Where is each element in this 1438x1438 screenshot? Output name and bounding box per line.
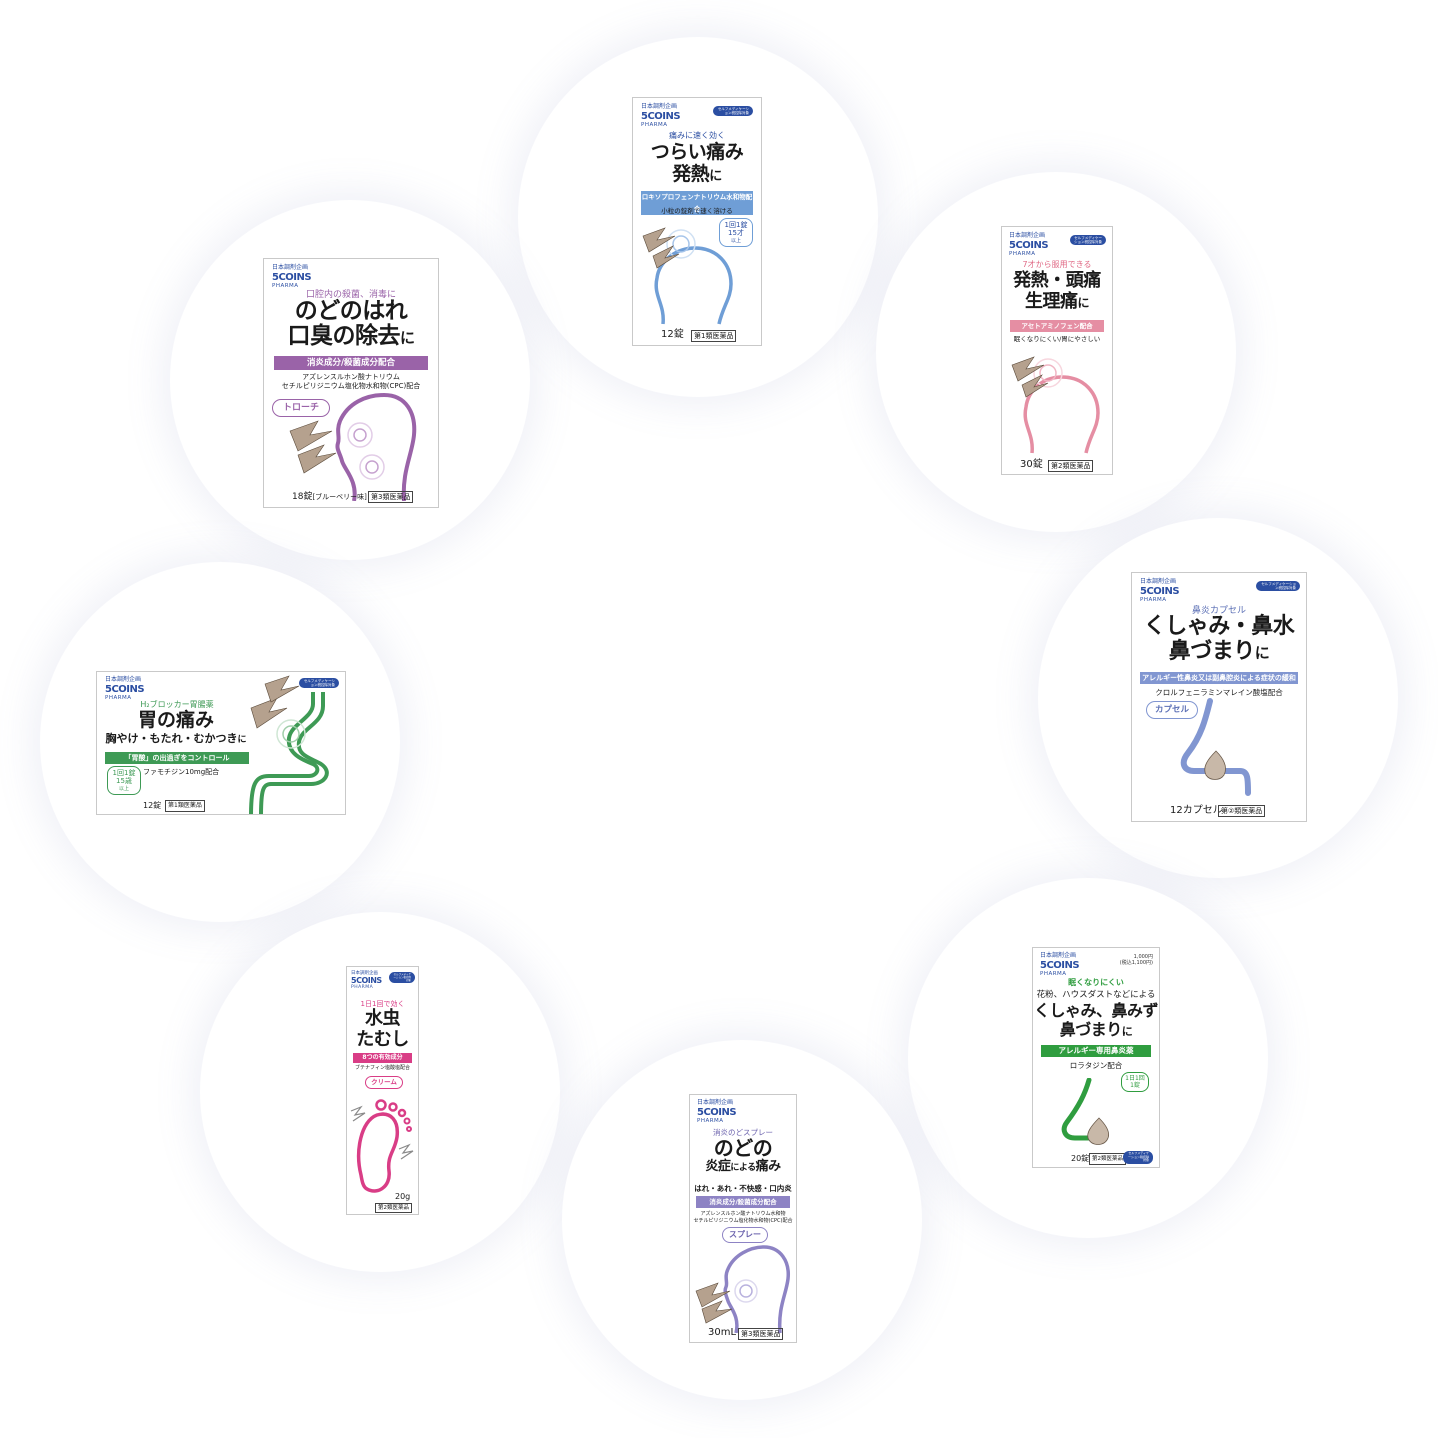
maker-logo: 日本調剤企画 5COINS PHARMA: [1140, 578, 1180, 603]
ingredient-note: ブテナフィン塩酸塩配合: [355, 1065, 410, 1071]
kicker-text: 1日1回で効く: [360, 1000, 405, 1008]
ingredient-note: ファモチジン10mg配合: [143, 768, 220, 776]
ingredient-band: 消炎成分/殺菌成分配合: [696, 1196, 790, 1208]
ingredient-band: 「胃酸」の出過ぎをコントロール: [105, 752, 249, 764]
ingredient-note-1: アズレンスルホン酸ナトリウム水和物: [700, 1211, 786, 1217]
drug-class-label: 第1類医薬品: [691, 330, 737, 342]
tax-badge: セルフメディケーション税控除対象: [713, 106, 753, 117]
price-label: 1,000円 (税込1,100円): [1119, 954, 1153, 966]
tablet-count: 20錠: [1071, 1154, 1090, 1163]
ingredient-note-2: セチルピリジニウム塩化物水和物(CPC)配合: [281, 382, 421, 390]
feature-note: 眠くなりにくい/胃にやさしい: [1013, 335, 1101, 343]
maker-logo: 日本調剤企画 5COINS PHARMA: [1009, 232, 1049, 257]
ingredient-band: アセトアミノフェン配合: [1010, 320, 1104, 332]
maker-logo: 日本調剤企画 5COINS PHARMA: [641, 103, 681, 128]
drug-class-label: 第2類医薬品: [1089, 1153, 1126, 1165]
product-box-rhinitis[interactable]: 日本調剤企画 5COINS PHARMA セルフメディケーション税控除対象 鼻炎…: [1131, 572, 1307, 822]
net-weight: 20g: [395, 1192, 411, 1201]
tax-badge: セルフメディケーション税控除対象: [1123, 1151, 1153, 1164]
throat-pain-icon: [289, 392, 417, 501]
kicker-text: 口腔内の殺菌、消毒に: [305, 290, 396, 300]
product-title: くしゃみ・鼻水 鼻づまりに: [1143, 614, 1295, 665]
ingredient-band: アレルギー性鼻炎又は副鼻腔炎による症状の緩和: [1140, 672, 1298, 684]
tablet-count: 12錠: [143, 801, 162, 810]
product-box-athlete[interactable]: 日本調剤企画 5COINS PHARMA セルフメディケーション税控除対象 1日…: [346, 966, 419, 1215]
ingredient-band: ロキソプロフェンナトリウム水和物配合: [641, 191, 753, 215]
product-title: のどのはれ 口臭の除去に: [287, 298, 415, 350]
dosage-badge: 1日1回 1錠: [1121, 1072, 1149, 1093]
drug-class-label: 第3類医薬品: [738, 1328, 784, 1340]
foot-icon: [350, 1099, 414, 1193]
tax-badge: セルフメディケーション税控除対象: [389, 972, 415, 983]
drug-class-label: 第3類医薬品: [368, 491, 414, 503]
product-title: のどの 炎症による痛み: [705, 1136, 781, 1174]
dosage-badge: 1回1錠 15歳 以上: [107, 766, 141, 795]
product-box-spray[interactable]: 日本調剤企画 5COINS PHARMA 消炎のどスプレー のどの 炎症による痛…: [689, 1094, 797, 1343]
ingredient-band: 消炎成分/殺菌成分配合: [274, 356, 428, 370]
symptom-list: はれ・あれ・不快感・口内炎: [694, 1184, 792, 1193]
maker-logo: 日本調剤企画 5COINS PHARMA: [351, 971, 382, 990]
product-box-troche[interactable]: 日本調剤企画 5COINS PHARMA 口腔内の殺菌、消毒に のどのはれ 口臭…: [263, 258, 439, 508]
form-label: スプレー: [722, 1227, 768, 1243]
tablet-count: 18錠[ブルーベリー味]: [292, 492, 367, 502]
drug-class-label: 第1類医薬品: [165, 800, 205, 812]
product-title: つらい痛み 発熱に: [650, 141, 744, 185]
tablet-count: 12錠: [661, 329, 684, 340]
product-box-h2[interactable]: 日本調剤企画 5COINS PHARMA セルフメディケーション税控除対象 H₂…: [96, 671, 346, 815]
feature-note: 小粒の錠剤で速く溶ける: [661, 207, 733, 215]
kicker-text: 7才から服用できる: [1022, 260, 1092, 269]
product-title: くしゃみ、鼻みず 鼻づまりに: [1033, 1001, 1159, 1040]
tax-badge: セルフメディケーション税控除対象: [299, 678, 339, 689]
ingredient-note: ロラタジン配合: [1069, 1061, 1123, 1070]
ingredient-band: アレルギー専用鼻炎薬: [1041, 1045, 1151, 1057]
drug-class-label: 第2類医薬品: [1048, 460, 1094, 472]
drug-class-label: 第②類医薬品: [1218, 805, 1266, 817]
ingredient-note-1: アズレンスルホン酸ナトリウム: [302, 373, 400, 381]
volume-label: 30mL: [708, 1327, 737, 1338]
head-pain-icon: [642, 227, 733, 325]
kicker-text: 鼻炎カプセル: [1191, 606, 1246, 616]
kicker-text: 痛みに速く効く: [669, 131, 725, 140]
kicker-text: H₂ブロッカー胃腸薬: [140, 700, 214, 709]
ingredient-note-2: セチルピリジニウム塩化物水和物(CPC)配合: [693, 1218, 793, 1224]
product-box-loxo[interactable]: 日本調剤企画 5COINS PHARMA セルフメディケーション税控除対象 痛み…: [632, 97, 762, 346]
product-title: 胃の痛み 胸やけ・もたれ・むかつきに: [105, 709, 247, 745]
product-title: 水虫 たむし: [356, 1008, 409, 1050]
throat-pain-icon: [695, 1245, 790, 1333]
capsule-count: 12カプセル: [1170, 805, 1223, 816]
product-box-allergy[interactable]: 日本調剤企画 5COINS PHARMA 1,000円 (税込1,100円) 眠…: [1032, 947, 1160, 1168]
form-label: カプセル: [1146, 701, 1198, 719]
maker-logo: 日本調剤企画 5COINS PHARMA: [272, 264, 312, 289]
form-label: クリーム: [365, 1076, 403, 1089]
tablet-count: 30錠: [1020, 459, 1043, 470]
kicker-text: 眠くなりにくい: [1068, 978, 1124, 987]
nose-icon: [1180, 698, 1251, 796]
maker-logo: 日本調剤企画 5COINS PHARMA: [105, 676, 145, 701]
product-title: 発熱・頭痛 生理痛に: [1013, 270, 1101, 312]
ingredient-note: クロルフェニラミンマレイン酸塩配合: [1155, 688, 1283, 697]
drug-class-label: 第2類医薬品: [375, 1203, 412, 1213]
form-label: トローチ: [272, 399, 330, 417]
stomach-icon: [249, 675, 329, 814]
title-prefix: 花粉、ハウスダストなどによる: [1036, 990, 1156, 1000]
ingredient-band: 8つの有効成分: [353, 1053, 412, 1063]
kicker-text: 消炎のどスプレー: [713, 1128, 773, 1137]
tax-badge: セルフメディケーション税控除対象: [1070, 235, 1106, 246]
maker-logo: 日本調剤企画 5COINS PHARMA: [697, 1099, 737, 1124]
tax-badge: セルフメディケーション税控除対象: [1256, 581, 1300, 592]
maker-logo: 日本調剤企画 5COINS PHARMA: [1040, 952, 1080, 977]
nose-icon: [1061, 1078, 1109, 1145]
dosage-badge: 1回1錠 15才 以上: [719, 218, 753, 247]
head-pain-icon: [1011, 356, 1100, 454]
product-box-aceta[interactable]: 日本調剤企画 5COINS PHARMA セルフメディケーション税控除対象 7才…: [1001, 226, 1113, 475]
